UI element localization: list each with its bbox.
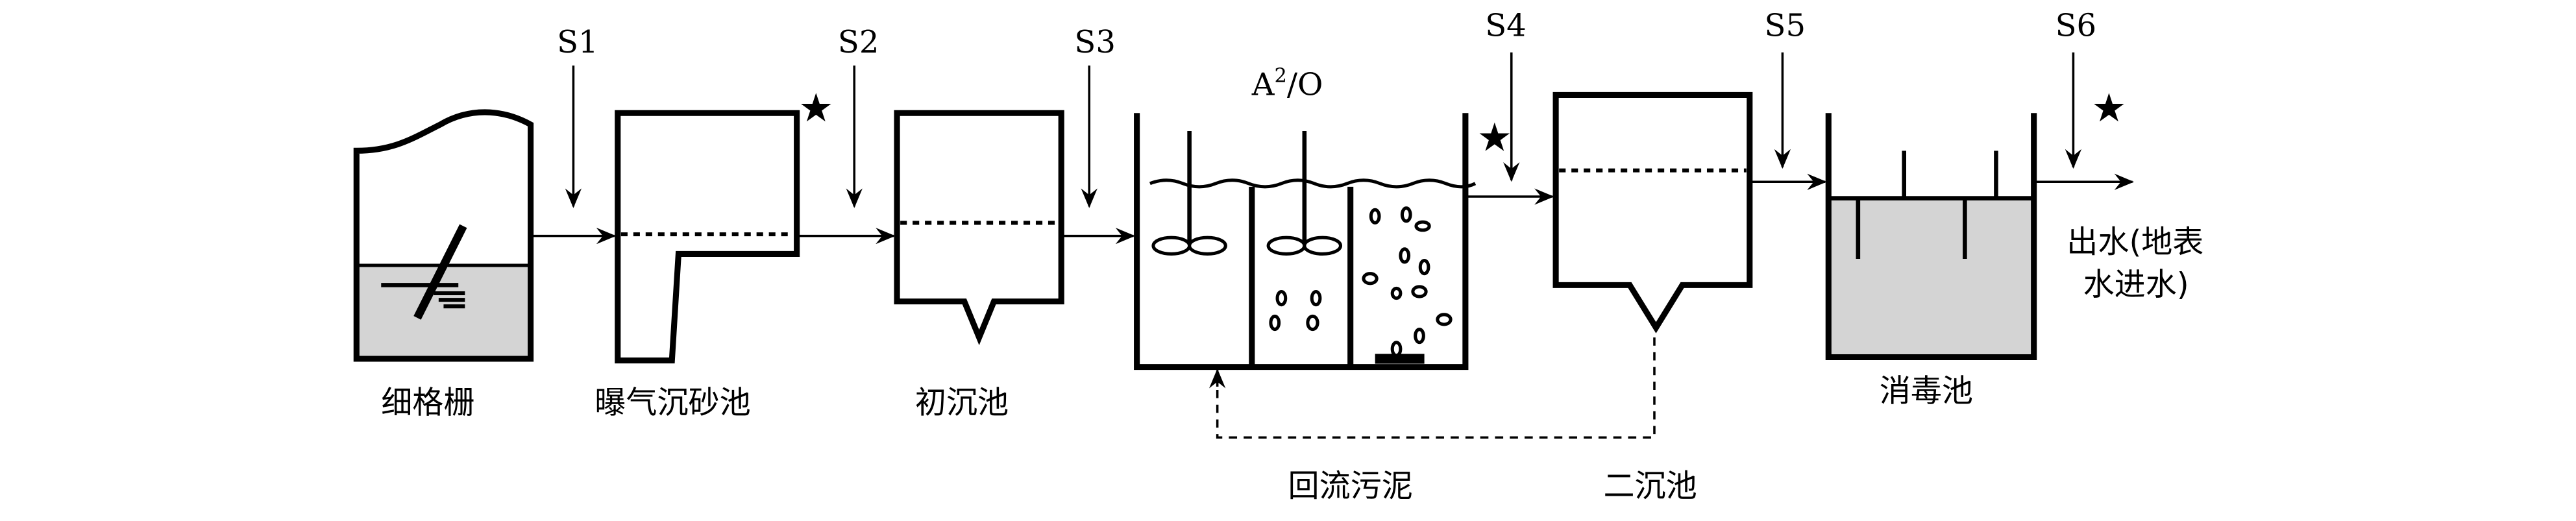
screen-chamber-outline: [353, 109, 534, 362]
sampling-label-s6: S6: [2055, 8, 2097, 44]
secondary-clarifier-outline: [1552, 91, 1753, 333]
water-fill: [1828, 198, 2034, 357]
effluent-label-line2: 水进水): [2083, 267, 2189, 303]
primary-clarifier-label: 初沉池: [915, 384, 1009, 420]
screen-bar: [413, 224, 467, 320]
secondary-clarifier-label: 二沉池: [1604, 468, 1697, 504]
a2o-label: A2/O: [1251, 64, 1323, 103]
sampling-label-s1: S1: [557, 24, 598, 60]
mixer-blade-icon: [1266, 236, 1306, 256]
star-icon: ★: [1477, 116, 1512, 160]
primary-clarifier-outline: [894, 110, 1064, 346]
fine-screen-unit: 细格栅: [353, 109, 534, 420]
aerated-grit-chamber-unit: ★ 曝气沉砂池: [595, 87, 833, 420]
disinfection-label: 消毒池: [1880, 373, 1973, 409]
star-icon: ★: [2091, 87, 2126, 130]
grit-chamber-outline: [615, 110, 800, 364]
water-fill: [356, 265, 531, 359]
bubbles-aerobic: [1362, 206, 1453, 357]
aerator-diffuser: [1375, 354, 1425, 364]
bubbles-anoxic: [1269, 289, 1322, 332]
star-icon: ★: [798, 87, 833, 130]
aerated-grit-label: 曝气沉砂池: [595, 384, 750, 420]
sampling-label-s5: S5: [1765, 8, 1806, 44]
return-sludge-label: 回流污泥: [1288, 468, 1413, 504]
effluent-label-line1: 出水(地表: [2067, 224, 2203, 260]
a2o-tank-outline: [1134, 113, 1469, 370]
sampling-label-s2: S2: [838, 24, 879, 60]
return-sludge-line: [1216, 337, 1656, 439]
sampling-label-s3: S3: [1074, 24, 1116, 60]
a2o-reactor-unit: A2/O: [1134, 64, 1477, 370]
secondary-clarifier-unit: 二沉池: [1552, 91, 1753, 504]
primary-clarifier-unit: 初沉池: [894, 110, 1064, 420]
mixer-blade-icon: [1151, 236, 1192, 256]
water-surface-wave: [1149, 178, 1477, 189]
fine-screen-label: 细格栅: [381, 384, 474, 420]
disinfection-tank-unit: 消毒池: [1825, 113, 2037, 409]
sampling-label-s4: S4: [1485, 8, 1527, 44]
disinfection-tank-outline: [1825, 113, 2037, 361]
